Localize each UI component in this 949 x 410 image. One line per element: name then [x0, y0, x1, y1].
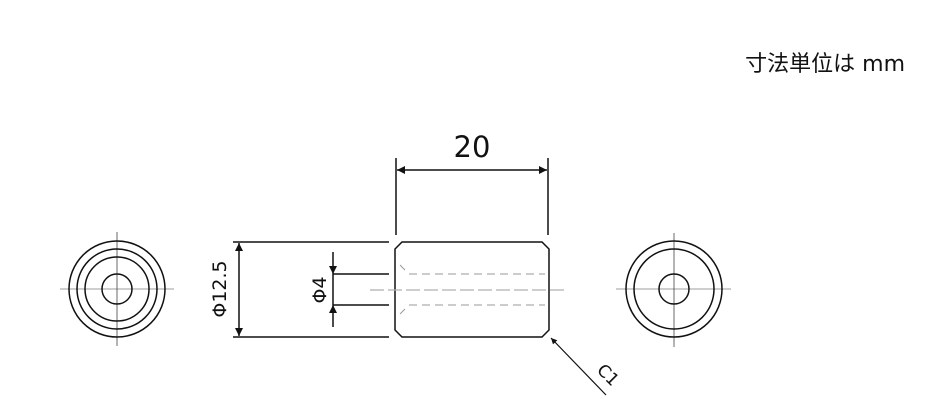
right-end-view — [616, 233, 731, 347]
units-note: 寸法単位は mm — [745, 52, 905, 77]
hole-diameter-label: Φ4 — [309, 276, 331, 303]
chamfer-leader — [550, 337, 607, 396]
outer-diameter-dimension — [233, 241, 389, 338]
length-dimension — [395, 158, 549, 235]
left-end-view — [60, 232, 174, 346]
side-view — [370, 241, 566, 338]
length-label: 20 — [454, 130, 491, 164]
outer-diameter-label: Φ12.5 — [209, 260, 231, 317]
hole-diameter-dimension — [329, 252, 389, 327]
